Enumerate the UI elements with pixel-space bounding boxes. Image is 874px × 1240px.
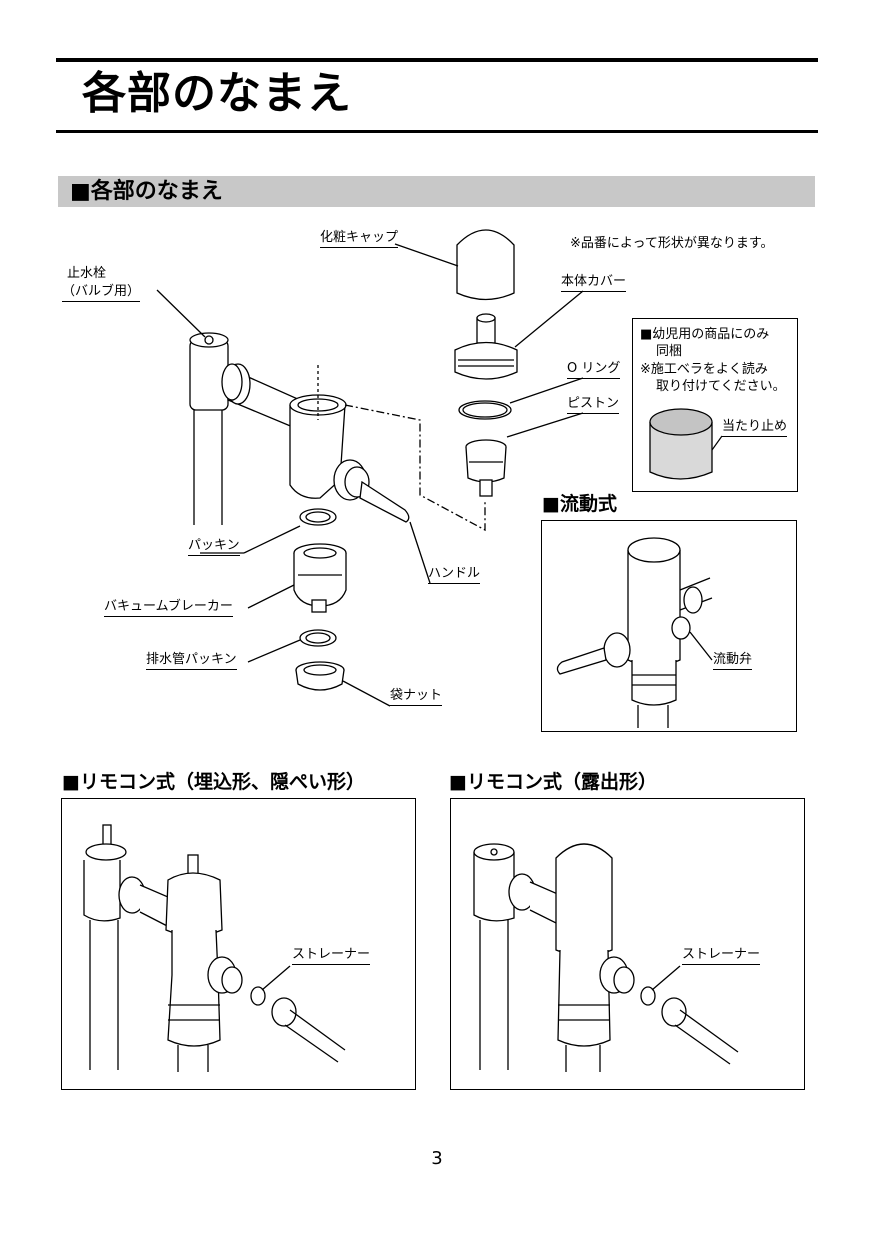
label-strainer-exposed: ストレーナー [682,947,761,965]
label-piston: ピストン [567,396,620,414]
label-body-cover: 本体カバー [561,274,627,292]
flow-type-title: ■流動式 [542,493,617,515]
title-rule-bottom [56,130,818,133]
label-packing: パッキン [188,538,240,556]
infant-line1: ■幼児用の商品にのみ [640,327,770,342]
label-handle: ハンドル [428,566,481,584]
infant-line2: 同梱 [656,344,683,359]
label-bag-nut: 袋ナット [390,688,443,706]
label-stopper: 当たり止め [722,419,788,437]
remote-embedded-title: ■リモコン式（埋込形、隠ぺい形） [62,771,365,793]
infant-line3: ※施工ベラをよく読み [640,362,768,377]
section-title: ■各部のなまえ [70,179,223,204]
remote-exposed-title: ■リモコン式（露出形） [449,771,657,793]
label-o-ring: O リング [567,361,621,379]
page-number: 3 [431,1148,443,1169]
title-rule-top [56,58,818,62]
label-drain-packing: 排水管パッキン [146,652,237,670]
section-bar [58,176,815,207]
label-cap: 化粧キャップ [320,230,399,248]
infant-line4: 取り付けてください。 [656,379,786,394]
note-shape-varies: ※品番によって形状が異なります。 [570,236,774,251]
label-strainer-embedded: ストレーナー [292,947,371,965]
page-title: 各部のなまえ [82,68,352,119]
label-flow-valve: 流動弁 [713,652,753,670]
label-stop-valve-sub: （バルブ用） [62,284,141,302]
label-vacuum-breaker: バキュームブレーカー [104,599,233,617]
label-stop-valve: 止水栓 [67,266,107,281]
